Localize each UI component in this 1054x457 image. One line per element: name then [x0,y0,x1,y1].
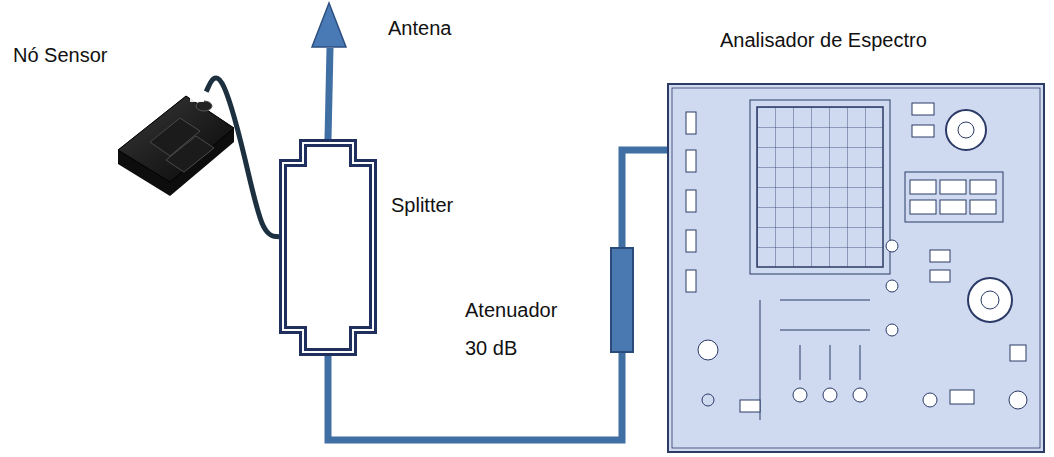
splitter-symbol [283,143,373,352]
antenna-symbol [312,3,346,47]
spectrum-analyzer-node: Analisador de Espectro [667,83,1045,453]
cable [206,78,279,237]
sensor-node-node: Nó Sensor [115,80,235,196]
node-label: Nó Sensor [13,43,108,67]
cable [328,48,330,139]
antenna-node: Antena [312,3,348,48]
attenuator-node: Atenuador 30 dB [610,247,634,353]
node-label: Atenuador 30 dB [465,291,577,367]
spectrum-analyzer-illustration [668,84,1044,452]
attenuator-symbol [611,248,633,352]
node-label: Antena [388,16,451,40]
node-label: Splitter [391,193,453,217]
sensor-device [118,82,234,196]
cable [328,353,622,440]
splitter-node: Splitter [279,139,377,356]
node-label: Analisador de Espectro [720,28,927,52]
